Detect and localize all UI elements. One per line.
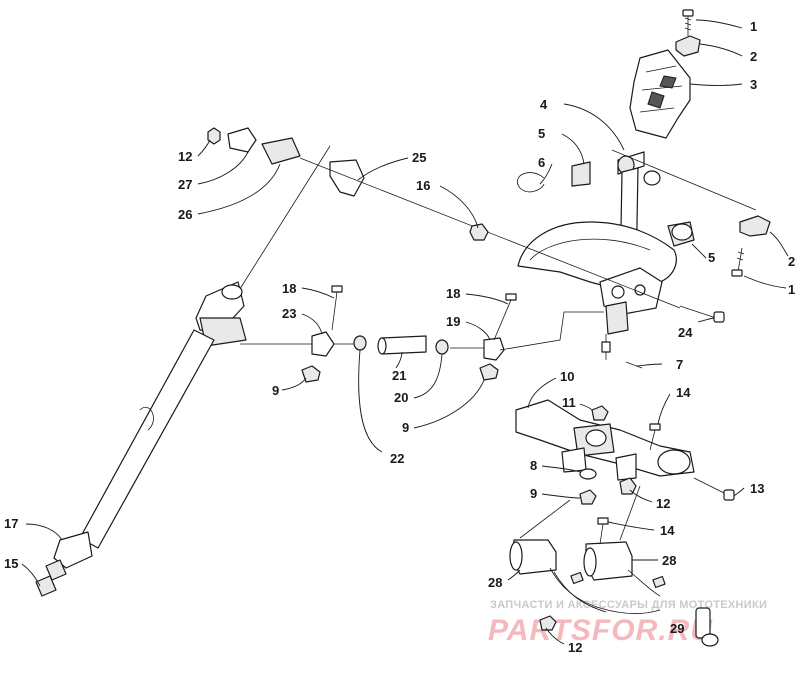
callout-label: 22	[390, 451, 404, 466]
steering-shaft	[35, 145, 331, 597]
washer-22	[353, 335, 367, 351]
callout-label: 19	[446, 314, 460, 329]
callout-label: 18	[446, 286, 460, 301]
callout-label: 6	[538, 155, 545, 170]
callout-label: 29	[670, 621, 684, 636]
nut-9-right	[479, 363, 499, 381]
nut-12-top	[207, 127, 221, 145]
lower-bracket	[515, 399, 735, 505]
callout-label: 27	[178, 177, 192, 192]
bolt-right	[731, 247, 745, 277]
callout-label: 18	[282, 281, 296, 296]
bolt-13	[693, 477, 735, 501]
callout-label: 8	[530, 458, 537, 473]
callout-label: 23	[282, 306, 296, 321]
callout-label: 7	[676, 357, 683, 372]
dash-cover	[517, 221, 677, 335]
callout-labels: 1 2 3 4 5 6 5 2 1 12 27 26 25 16 18 23 9…	[4, 19, 795, 655]
callout-label: 14	[676, 385, 691, 400]
bushing-upper	[571, 161, 591, 187]
callout-label: 1	[788, 282, 795, 297]
switch-assembly	[509, 485, 719, 647]
callout-label: 11	[562, 395, 576, 410]
callout-label: 28	[662, 553, 676, 568]
callout-label: 26	[178, 207, 192, 222]
callout-label: 5	[708, 250, 715, 265]
sleeve-21	[381, 335, 427, 355]
callout-label: 2	[750, 49, 757, 64]
callout-label: 14	[660, 523, 675, 538]
callout-label: 21	[392, 368, 406, 383]
cotter-pin	[601, 334, 643, 369]
bushing-26	[261, 137, 301, 165]
bolt-18-left	[331, 285, 343, 331]
washer-20	[435, 339, 449, 355]
callout-label: 25	[412, 150, 426, 165]
callout-label: 4	[540, 97, 548, 112]
handlebar-block	[629, 49, 691, 139]
callout-label: 5	[538, 126, 545, 141]
callout-label: 3	[750, 77, 757, 92]
connector-29	[695, 607, 711, 639]
callout-label: 24	[678, 325, 693, 340]
linkage-assembly	[207, 127, 681, 383]
callout-label: 20	[394, 390, 408, 405]
nut-12-bottom	[539, 615, 557, 631]
callout-label: 2	[788, 254, 795, 269]
bolt-24	[679, 305, 725, 323]
callout-label: 1	[750, 19, 757, 34]
bolt-14-upper	[649, 423, 661, 451]
rod-end-25	[329, 159, 365, 197]
nut-15	[35, 575, 57, 597]
nut-9-bottom	[579, 489, 597, 505]
bolt-14-lower	[597, 517, 609, 545]
watermark: ЗАПЧАСТИ И АКСЕССУАРЫ ДЛЯ МОТОТЕХНИКИ PA…	[488, 599, 767, 647]
clamp-cap-top	[675, 35, 701, 57]
callout-label: 9	[530, 486, 537, 501]
callout-label: 13	[750, 481, 764, 496]
callout-label: 12	[568, 640, 582, 655]
callout-label: 28	[488, 575, 502, 590]
clamp-cap-right	[739, 215, 771, 237]
steering-post-assembly	[517, 9, 771, 369]
nut-16	[469, 223, 489, 241]
retaining-clip	[517, 172, 545, 189]
callout-label: 12	[178, 149, 192, 164]
leader-lines	[21, 19, 789, 645]
callout-label: 17	[4, 516, 18, 531]
callout-label: 10	[560, 369, 574, 384]
watermark-tagline: ЗАПЧАСТИ И АКСЕССУАРЫ ДЛЯ МОТОТЕХНИКИ	[490, 599, 767, 611]
nut-9-left	[301, 365, 321, 383]
callout-label: 9	[272, 383, 279, 398]
clevis-27	[227, 127, 257, 153]
callout-label: 16	[416, 178, 430, 193]
callout-label: 12	[656, 496, 670, 511]
ball-joint-23	[311, 331, 335, 357]
nut-11	[591, 405, 609, 421]
washer-8	[579, 468, 597, 480]
ball-joint-19	[483, 337, 505, 361]
nut-12-mid	[619, 477, 637, 495]
watermark-brand: PARTSFOR.RU	[488, 614, 713, 647]
callout-label: 15	[4, 556, 18, 571]
bolt-top	[682, 9, 694, 36]
shaft-bottom-yoke	[53, 531, 93, 569]
bolt-18-right	[493, 293, 517, 341]
callout-label: 9	[402, 420, 409, 435]
